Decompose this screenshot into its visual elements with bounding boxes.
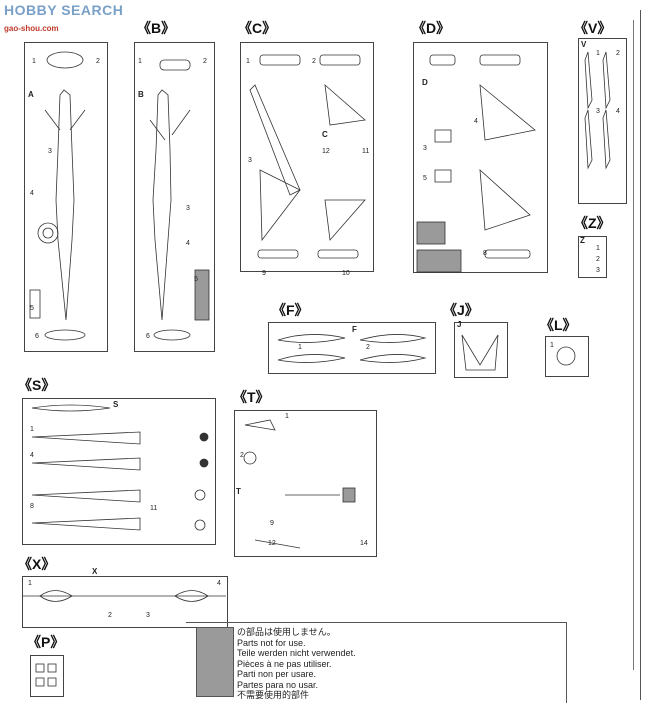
- part-num-d5: 5: [423, 175, 427, 182]
- watermark-title: HOBBY SEARCH: [4, 2, 124, 18]
- legend-line-de: Teile werden nicht verwendet.: [237, 648, 356, 658]
- part-num-z2: 2: [596, 256, 600, 263]
- part-num-c1: 1: [246, 58, 250, 65]
- sprue-f: [268, 322, 436, 374]
- label-group-v: 《V》: [574, 20, 612, 36]
- sprue-v: [578, 38, 627, 204]
- legend-frame: [186, 622, 567, 703]
- legend-line-ja: の部品は使用しません。: [237, 627, 336, 637]
- part-num-t12: 12: [268, 540, 276, 547]
- part-num-x1: 1: [28, 580, 32, 587]
- legend-text: の部品は使用しません。 Parts not for use. Teile wer…: [237, 627, 356, 701]
- tag-z: Z: [580, 236, 585, 245]
- tag-s: S: [113, 400, 119, 409]
- legend-line-es: Partes para no usar.: [237, 679, 319, 690]
- sprue-s: [22, 398, 216, 545]
- sprue-p: [30, 655, 64, 697]
- label-group-x: 《X》: [18, 556, 56, 572]
- legend-line-fr: Pièces à ne pas utiliser.: [237, 658, 332, 669]
- part-num-s11: 11: [150, 505, 158, 512]
- part-num-d3: 3: [423, 145, 427, 152]
- tag-f: F: [352, 325, 357, 334]
- sprue-x: [22, 576, 228, 628]
- part-num-c9: 9: [262, 270, 266, 277]
- part-num-t9: 9: [270, 520, 274, 527]
- part-num-x2: 2: [108, 612, 112, 619]
- label-group-t: 《T》: [233, 389, 270, 405]
- part-num-b5: 5: [194, 276, 198, 283]
- part-num-t2: 2: [240, 452, 244, 459]
- label-group-b: 《B》: [137, 20, 176, 36]
- part-num-b1: 1: [138, 58, 142, 65]
- label-group-f: 《F》: [272, 302, 309, 318]
- tag-c: C: [322, 130, 328, 139]
- part-num-c3: 3: [248, 157, 252, 164]
- part-num-b4: 4: [186, 240, 190, 247]
- label-group-j: 《J》: [443, 302, 479, 318]
- watermark-url: gao-shou.com: [4, 24, 59, 33]
- part-num-v2: 2: [616, 50, 620, 57]
- tag-b: B: [138, 90, 144, 99]
- legend-line-it: Parti non per usare.: [237, 669, 317, 679]
- part-num-v3: 3: [596, 108, 600, 115]
- part-num-a1: 1: [32, 58, 36, 65]
- label-group-c: 《C》: [238, 20, 277, 36]
- legend-line-en: Parts not for use.: [237, 637, 306, 648]
- part-num-s1: 1: [30, 426, 34, 433]
- part-num-l1: 1: [550, 342, 554, 349]
- label-group-d: 《D》: [412, 20, 451, 36]
- tag-j: J: [457, 320, 462, 329]
- part-num-s4: 4: [30, 452, 34, 459]
- part-num-d8: 8: [483, 250, 487, 257]
- part-num-z1: 1: [596, 245, 600, 252]
- unused-parts-swatch: [196, 627, 234, 697]
- part-num-d4: 4: [474, 118, 478, 125]
- sprue-c: [240, 42, 374, 272]
- part-num-z3: 3: [596, 267, 600, 274]
- part-num-x4: 4: [217, 580, 221, 587]
- part-num-f2: 2: [366, 344, 370, 351]
- part-num-b6: 6: [146, 333, 150, 340]
- part-num-b2: 2: [203, 58, 207, 65]
- tag-a: A: [28, 90, 34, 99]
- sprue-j: [454, 322, 508, 378]
- sprue-a: [24, 42, 108, 352]
- part-num-t14: 14: [360, 540, 368, 547]
- part-num-a2: 2: [96, 58, 100, 65]
- part-num-c11: 11: [362, 148, 370, 155]
- legend-line-zh: 不需要使用的部件: [237, 690, 310, 700]
- sprue-t: [234, 410, 377, 557]
- part-num-a4: 4: [30, 190, 34, 197]
- part-num-c12: 12: [322, 148, 330, 155]
- part-num-v1: 1: [596, 50, 600, 57]
- sprue-z: [578, 236, 607, 278]
- page-edge-inner: [633, 20, 634, 670]
- part-num-c2: 2: [312, 58, 316, 65]
- label-group-z: 《Z》: [574, 215, 611, 231]
- tag-v: V: [581, 40, 587, 49]
- part-num-a5: 5: [30, 305, 34, 312]
- part-num-a3: 3: [48, 148, 52, 155]
- part-num-b3: 3: [186, 205, 190, 212]
- part-num-t1: 1: [285, 413, 289, 420]
- tag-d: D: [422, 78, 428, 87]
- part-num-f1: 1: [298, 344, 302, 351]
- label-group-s: 《S》: [18, 377, 56, 393]
- part-num-v4: 4: [616, 108, 620, 115]
- part-num-x3: 3: [146, 612, 150, 619]
- part-num-c10: 10: [342, 270, 350, 277]
- label-group-p: 《P》: [27, 634, 65, 650]
- sprue-l: [545, 336, 589, 377]
- part-num-a6: 6: [35, 333, 39, 340]
- part-num-s8: 8: [30, 503, 34, 510]
- tag-t: T: [236, 487, 241, 496]
- label-group-l: 《L》: [540, 317, 577, 333]
- tag-x: X: [92, 567, 98, 576]
- page-edge: [640, 10, 641, 700]
